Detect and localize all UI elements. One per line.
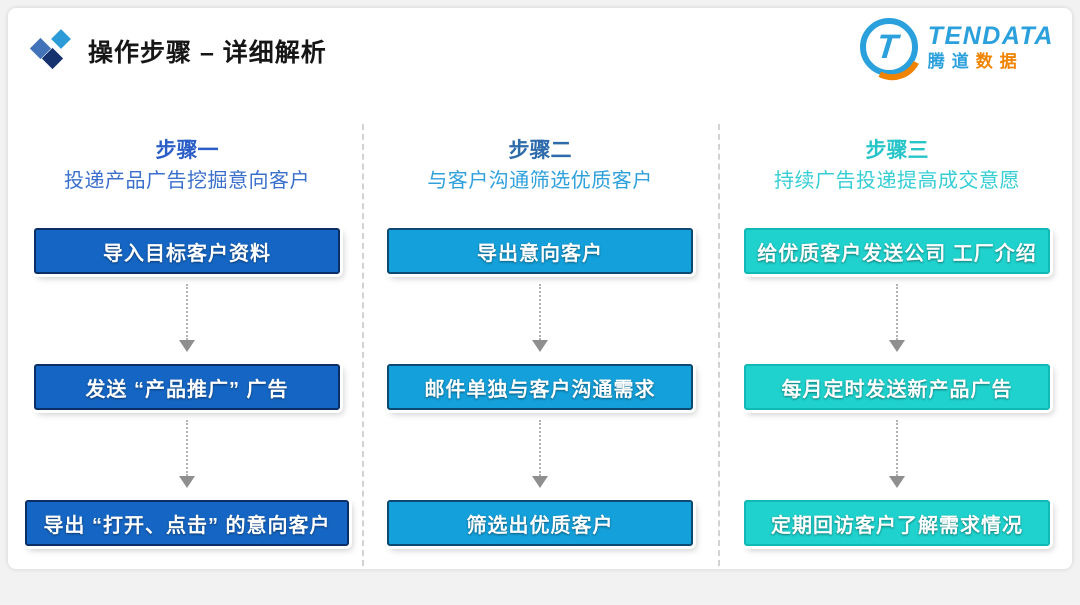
- logo-cn-orange: 数据: [975, 51, 1024, 71]
- step-title: 步骤二: [508, 139, 572, 162]
- step-column-1: 步骤一 投递产品广告挖掘意向客户 导入目标客户资料 发送 “产品推广” 广告 导…: [17, 138, 357, 546]
- down-arrow-icon: [179, 420, 195, 490]
- diamond-top-right-icon: [51, 29, 71, 49]
- down-arrow-icon: [889, 420, 905, 490]
- flow-box: 导入目标客户资料: [34, 228, 340, 274]
- column-divider: [718, 124, 720, 566]
- flow-box: 导出 “打开、点击” 的意向客户: [25, 500, 349, 546]
- logo-letter: T: [874, 27, 900, 66]
- flow-box: 每月定时发送新产品广告: [744, 364, 1050, 410]
- logo-ring: [859, 18, 918, 76]
- flow-box: 定期回访客户了解需求情况: [744, 500, 1050, 546]
- logo-brand-cn: 腾道数据: [928, 52, 1054, 72]
- tendata-logo-mark-icon: T: [854, 12, 930, 88]
- arrow-line: [896, 420, 898, 476]
- logo-cn-blue: 腾道: [927, 51, 976, 71]
- arrow-head: [889, 476, 905, 488]
- down-arrow-icon: [889, 284, 905, 354]
- arrow-head: [532, 476, 548, 488]
- flow-box: 给优质客户发送公司 工厂介绍: [744, 228, 1050, 274]
- logo-brand-en: TENDATA: [927, 21, 1054, 50]
- flow-box: 筛选出优质客户: [387, 500, 693, 546]
- step-subtitle: 与客户沟通筛选优质客户: [427, 170, 653, 192]
- flow-box: 导出意向客户: [387, 228, 693, 274]
- page-title: 操作步骤 – 详细解析: [88, 39, 327, 67]
- arrow-line: [186, 420, 188, 476]
- down-arrow-icon: [532, 284, 548, 354]
- arrow-line: [539, 420, 541, 476]
- arrow-head: [179, 340, 195, 352]
- down-arrow-icon: [532, 420, 548, 490]
- down-arrow-icon: [179, 284, 195, 354]
- arrow-line: [539, 284, 541, 340]
- arrow-line: [896, 284, 898, 340]
- step-subtitle: 持续广告投递提高成交意愿: [774, 170, 1020, 192]
- flow-box: 邮件单独与客户沟通需求: [387, 364, 693, 410]
- step-column-2: 步骤二 与客户沟通筛选优质客户 导出意向客户 邮件单独与客户沟通需求 筛选出优质…: [370, 138, 710, 546]
- arrow-line: [186, 284, 188, 340]
- step-title: 步骤一: [155, 139, 219, 162]
- tendata-logo: T TENDATA 腾道数据: [854, 12, 1054, 88]
- step-column-3: 步骤三 持续广告投递提高成交意愿 给优质客户发送公司 工厂介绍 每月定时发送新产…: [727, 138, 1067, 546]
- arrow-head: [179, 476, 195, 488]
- column-divider: [362, 124, 364, 566]
- step-title: 步骤三: [865, 139, 929, 162]
- arrow-head: [889, 340, 905, 352]
- logo-text: TENDATA 腾道数据: [928, 23, 1054, 72]
- arrow-head: [532, 340, 548, 352]
- step-subtitle: 投递产品广告挖掘意向客户: [64, 170, 310, 192]
- flow-box: 发送 “产品推广” 广告: [34, 364, 340, 410]
- diamonds-icon: [29, 26, 76, 72]
